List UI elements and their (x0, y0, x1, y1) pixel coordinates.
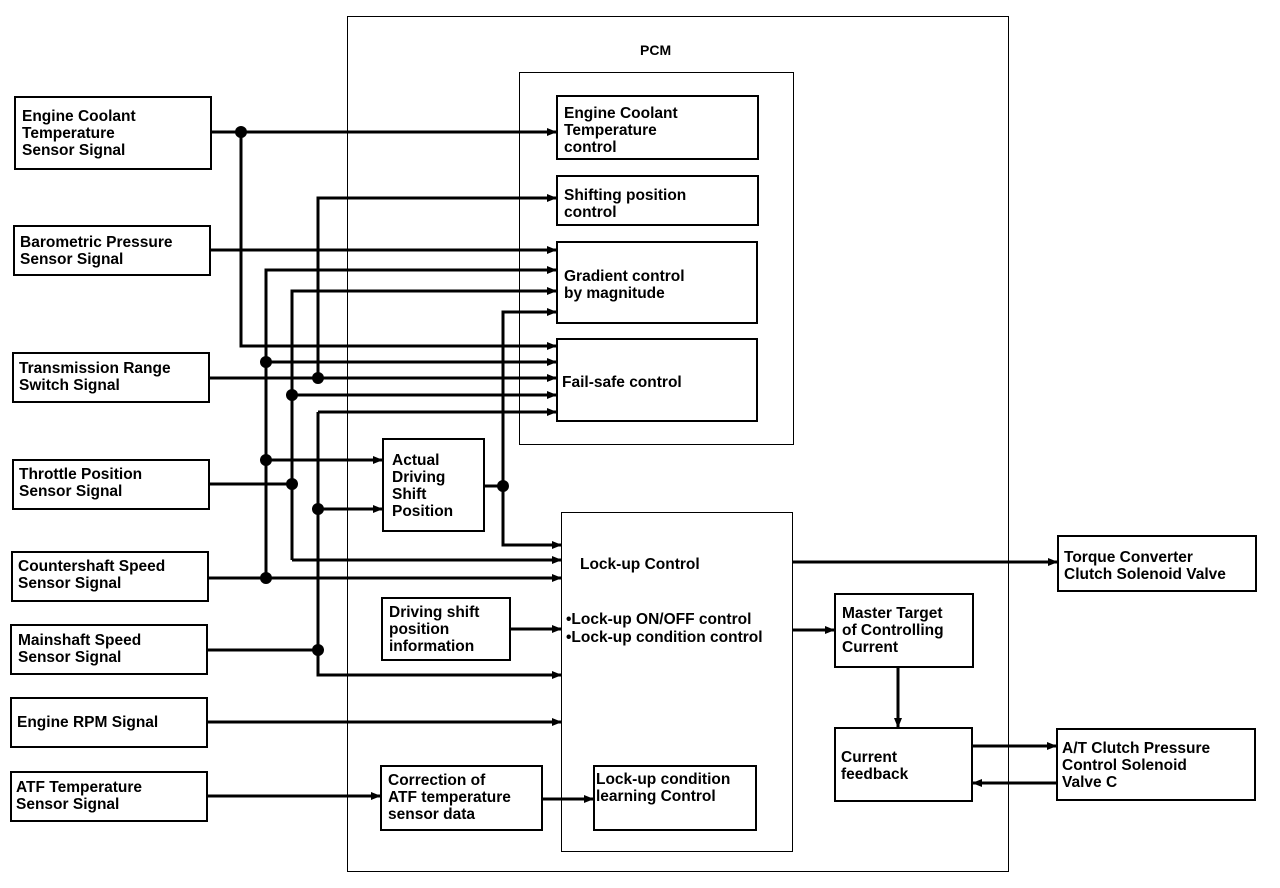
junction-dot (312, 372, 324, 384)
input-label: Countershaft Speed Sensor Signal (18, 558, 166, 592)
junction-dot (260, 572, 272, 584)
output-torque-converter-clutch[interactable]: Torque Converter Clutch Solenoid Valve (1057, 535, 1257, 592)
junction-dot (235, 126, 247, 138)
control-label: Gradient control by magnitude (564, 268, 685, 302)
lockup-learning-box[interactable]: Lock-up condition learning Control (593, 765, 757, 831)
wire-ect-to-failsafe (239, 132, 557, 350)
current-feedback-label: Current feedback (841, 749, 909, 783)
pcm-frame (347, 16, 1009, 872)
input-transmission-range[interactable]: Transmission Range Switch Signal (12, 352, 210, 403)
input-label: Barometric Pressure Sensor Signal (20, 234, 173, 268)
junction-dot (286, 478, 298, 490)
input-mainshaft-speed[interactable]: Mainshaft Speed Sensor Signal (10, 624, 208, 675)
input-atf-temperature[interactable]: ATF Temperature Sensor Signal (10, 771, 208, 822)
junction-dot (260, 454, 272, 466)
master-target-box[interactable]: Master Target of Controlling Current (834, 593, 974, 668)
junction-dot (260, 356, 272, 368)
control-label: Engine Coolant Temperature control (564, 105, 678, 156)
wire-css-bus (264, 266, 557, 578)
shifting-position-control-box[interactable]: Shifting position control (556, 175, 759, 226)
fail-safe-control-box[interactable]: Fail-safe control (556, 338, 758, 422)
input-countershaft-speed[interactable]: Countershaft Speed Sensor Signal (11, 551, 209, 602)
driving-shift-info-box[interactable]: Driving shift position information (381, 597, 511, 661)
lockup-item-condition: •Lock-up condition control (566, 629, 763, 646)
input-label: ATF Temperature Sensor Signal (16, 779, 143, 813)
atf-correction-label: Correction of ATF temperature sensor dat… (388, 772, 511, 823)
input-label: Transmission Range Switch Signal (19, 360, 171, 394)
input-label: Engine RPM Signal (17, 714, 159, 731)
lockup-item-on-off: •Lock-up ON/OFF control (566, 611, 752, 628)
master-target-label: Master Target of Controlling Current (842, 605, 944, 656)
control-group-frame (519, 72, 794, 445)
output-label: A/T Clutch Pressure Control Solenoid Val… (1062, 740, 1211, 791)
input-label: Engine Coolant Temperature Sensor Signal (22, 108, 136, 159)
junction-dot (312, 503, 324, 515)
wire-trs-to-shifting (316, 194, 557, 378)
input-label: Throttle Position Sensor Signal (19, 466, 143, 500)
input-engine-coolant-temp[interactable]: Engine Coolant Temperature Sensor Signal (14, 96, 212, 170)
atf-correction-box[interactable]: Correction of ATF temperature sensor dat… (380, 765, 543, 831)
pcm-title: PCM (640, 42, 672, 58)
input-throttle-position[interactable]: Throttle Position Sensor Signal (12, 459, 210, 510)
control-label: Fail-safe control (562, 374, 682, 391)
output-at-clutch-pressure-valve-c[interactable]: A/T Clutch Pressure Control Solenoid Val… (1056, 728, 1256, 801)
lockup-learning-label: Lock-up condition learning Control (596, 771, 731, 805)
input-barometric-pressure[interactable]: Barometric Pressure Sensor Signal (13, 225, 211, 276)
ect-control-box[interactable]: Engine Coolant Temperature control (556, 95, 759, 160)
actual-driving-label: Actual Driving Shift Position (392, 452, 454, 520)
output-label: Torque Converter Clutch Solenoid Valve (1064, 549, 1226, 583)
wire-mss-bus (316, 412, 562, 679)
lockup-control-box[interactable]: Lock-up Control •Lock-up ON/OFF control … (561, 512, 793, 852)
junction-dot (286, 389, 298, 401)
junction-dot (497, 480, 509, 492)
input-label: Mainshaft Speed Sensor Signal (18, 632, 142, 666)
wire-actual-to-gradient (501, 308, 557, 545)
input-engine-rpm[interactable]: Engine RPM Signal (10, 697, 208, 748)
lockup-title: Lock-up Control (580, 556, 700, 573)
driving-shift-info-label: Driving shift position information (389, 604, 480, 655)
gradient-control-box[interactable]: Gradient control by magnitude (556, 241, 758, 324)
current-feedback-box[interactable]: Current feedback (834, 727, 973, 802)
control-label: Shifting position control (564, 187, 687, 221)
actual-driving-shift-position-box[interactable]: Actual Driving Shift Position (382, 438, 485, 532)
junction-dot (312, 644, 324, 656)
wire-tps-bus (290, 287, 557, 560)
wire-actual-to-lockup (501, 486, 562, 549)
